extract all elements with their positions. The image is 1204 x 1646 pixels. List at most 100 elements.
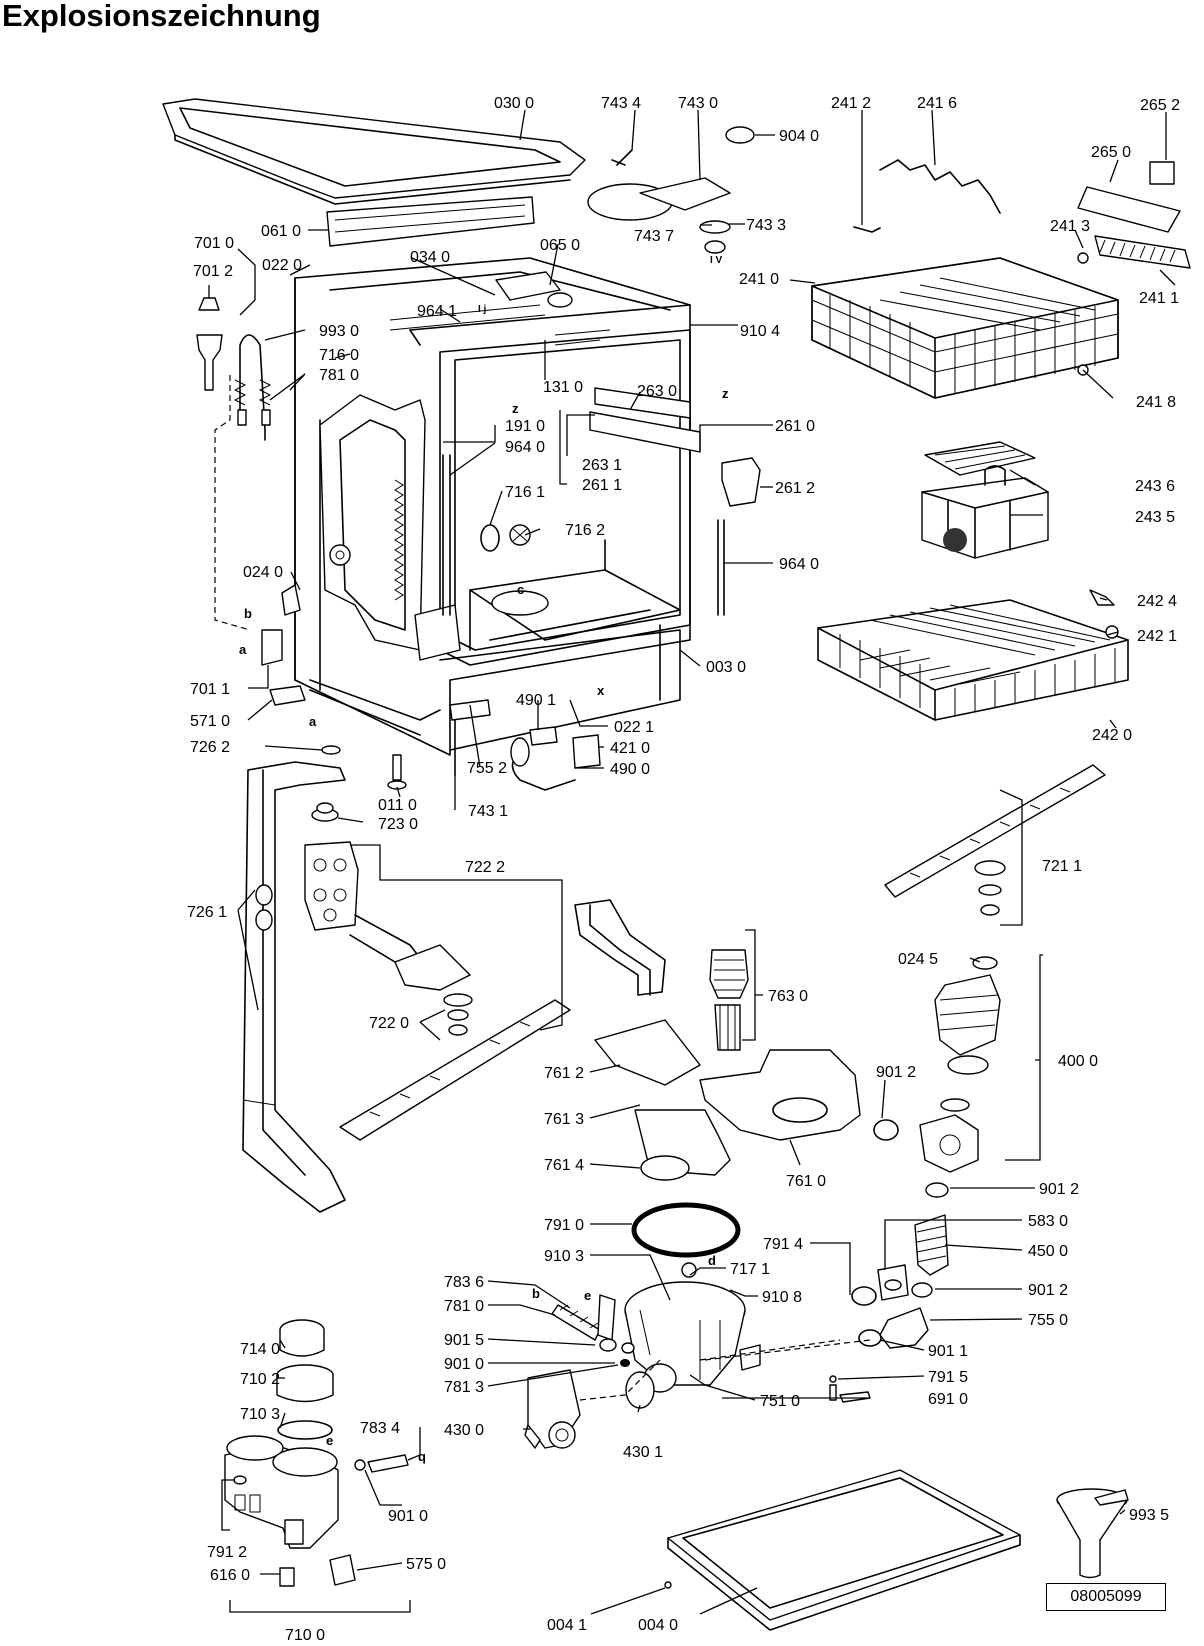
part-valve-2: [329, 1554, 356, 1586]
label-761-4: 761 4: [544, 1157, 584, 1174]
part-dosing-lid: [587, 149, 731, 254]
label-781-0: 781 0: [319, 367, 359, 384]
part-water-softener: [224, 1319, 339, 1549]
label-714-0: 714 0: [240, 1341, 280, 1358]
part-grid: [594, 1019, 701, 1086]
part-valve: [269, 685, 306, 706]
label-242-4: 242 4: [1137, 593, 1177, 610]
part-heater-cap: [877, 1264, 909, 1301]
label-901-1: 901 1: [928, 1343, 968, 1360]
letter-iv: I V: [710, 255, 723, 266]
part-microfilter: [699, 1049, 861, 1141]
part-bracket: [261, 629, 283, 666]
letter-ij: I j: [478, 304, 487, 315]
part-clip: [853, 226, 881, 233]
label-791-4: 791 4: [763, 1236, 803, 1253]
part-electrical-harness: [510, 726, 601, 791]
letter-x: x: [597, 683, 605, 698]
connection-dash-2: [579, 1359, 661, 1401]
part-cup-shelf: [1077, 161, 1191, 269]
part-upper-spray-arm: [884, 764, 1106, 916]
part-connector-pipe: [367, 1454, 409, 1473]
label-743-3: 743 3: [746, 217, 786, 234]
label-011-0: 011 0: [378, 797, 417, 814]
label-265-0: 265 0: [1091, 144, 1131, 161]
label-710-3: 710 3: [240, 1406, 280, 1423]
label-710-2: 710 2: [240, 1371, 280, 1388]
label-430-1: 430 1: [623, 1444, 663, 1461]
part-basket-stop: [1089, 589, 1115, 606]
label-783-4: 783 4: [360, 1420, 400, 1437]
label-755-2: 755 2: [467, 760, 507, 777]
part-clamp-g: [858, 1329, 882, 1347]
part-filter: [709, 949, 749, 1051]
label-761-2: 761 2: [544, 1065, 584, 1082]
part-switch: [279, 1567, 295, 1587]
label-783-6: 783 6: [444, 1274, 484, 1291]
part-insulation-strip: [326, 196, 535, 247]
letter-a: a: [239, 642, 247, 657]
label-241-2: 241 2: [831, 95, 871, 112]
label-722-0: 722 0: [369, 1015, 409, 1032]
label-003-0: 003 0: [706, 659, 746, 676]
letter-c: c: [517, 582, 524, 597]
label-993-5: 993 5: [1129, 1507, 1169, 1524]
letter-b-2: b: [532, 1286, 540, 1301]
letter-q: q: [418, 1449, 426, 1464]
part-side-clip: [281, 584, 301, 616]
label-716-1: 716 1: [505, 484, 545, 501]
label-726-2: 726 2: [190, 739, 230, 756]
part-drain-hose-set: [196, 297, 272, 441]
letter-e-2: e: [326, 1433, 333, 1448]
part-clamp-a: [599, 1338, 617, 1352]
label-400-0: 400 0: [1058, 1053, 1098, 1070]
label-004-1: 004 1: [547, 1617, 587, 1634]
part-circulation-motor: [919, 956, 1001, 1173]
label-761-0: 761 0: [786, 1173, 826, 1190]
label-241-1: 241 1: [1139, 290, 1179, 307]
label-901-2-a: 901 2: [876, 1064, 916, 1081]
label-993-0: 993 0: [319, 323, 359, 340]
label-910-3: 910 3: [544, 1248, 584, 1265]
part-small-ring: [829, 1375, 837, 1383]
part-softener-sensor: [233, 1475, 247, 1485]
label-022-1: 022 1: [614, 719, 654, 736]
part-clamp-d: [925, 1182, 949, 1198]
label-490-0: 490 0: [610, 761, 650, 778]
part-rail-wire: [879, 159, 1001, 214]
label-901-0-b: 901 0: [388, 1508, 428, 1525]
label-430-0: 430 0: [444, 1422, 484, 1439]
label-065-0: 065 0: [540, 237, 580, 254]
label-263-0: 263 0: [637, 383, 677, 400]
label-763-0: 763 0: [768, 988, 808, 1005]
label-901-0-a: 901 0: [444, 1356, 484, 1373]
connection-dash-3: [699, 1339, 871, 1361]
label-743-4: 743 4: [601, 95, 641, 112]
letter-a-2: a: [309, 714, 317, 729]
letter-z: z: [512, 401, 519, 416]
label-261-0: 261 0: [775, 418, 815, 435]
part-tub-frame: [294, 257, 761, 756]
label-716-2: 716 2: [565, 522, 605, 539]
label-490-1: 490 1: [516, 692, 556, 709]
part-upper-basket: [811, 257, 1119, 399]
label-901-2-c: 901 2: [1028, 1282, 1068, 1299]
label-261-1: 261 1: [582, 477, 622, 494]
part-seal-ring: [321, 745, 341, 755]
label-575-0: 575 0: [406, 1556, 446, 1573]
label-034-0: 034 0: [410, 249, 450, 266]
part-base-plate: [664, 1469, 1021, 1631]
label-191-0: 191 0: [505, 418, 545, 435]
label-241-0: 241 0: [739, 271, 779, 288]
label-781-3: 781 3: [444, 1379, 484, 1396]
label-022-0: 022 0: [262, 257, 302, 274]
label-791-0: 791 0: [544, 1217, 584, 1234]
part-lower-basket: [817, 599, 1129, 721]
letter-b: b: [244, 606, 252, 621]
part-heater: [914, 1214, 949, 1276]
part-supply-pipe: [242, 761, 346, 1213]
part-clamp-b: [621, 1342, 635, 1354]
label-743-7: 743 7: [634, 228, 674, 245]
label-904-0: 904 0: [779, 128, 819, 145]
